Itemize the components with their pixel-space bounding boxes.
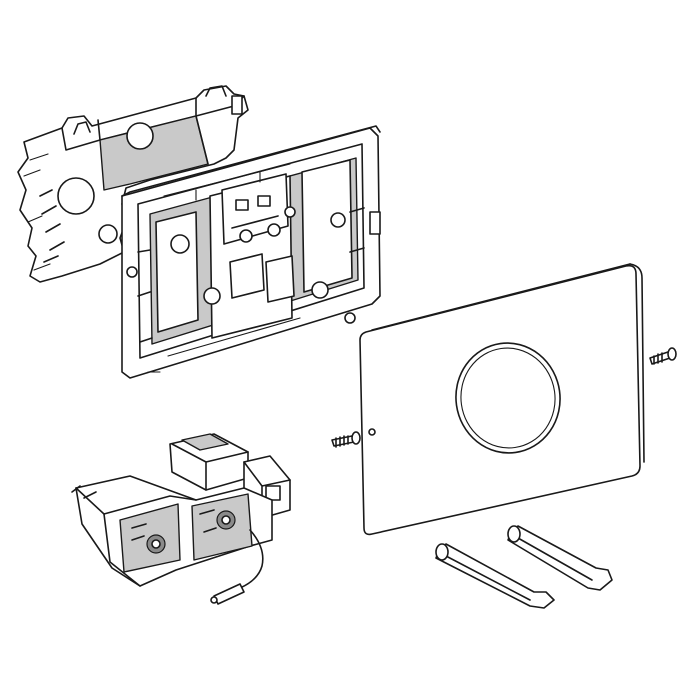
electronic-control-unit (71, 433, 291, 605)
screw-icon (331, 431, 361, 448)
plunger-icon (435, 543, 555, 609)
plunger-rods (435, 525, 613, 609)
cover-plate (359, 263, 645, 536)
screw-icon (649, 347, 677, 365)
fixing-screws (331, 347, 677, 448)
actuator-frame (121, 125, 381, 379)
mounting-bracket (17, 85, 249, 283)
plunger-icon (507, 525, 613, 591)
